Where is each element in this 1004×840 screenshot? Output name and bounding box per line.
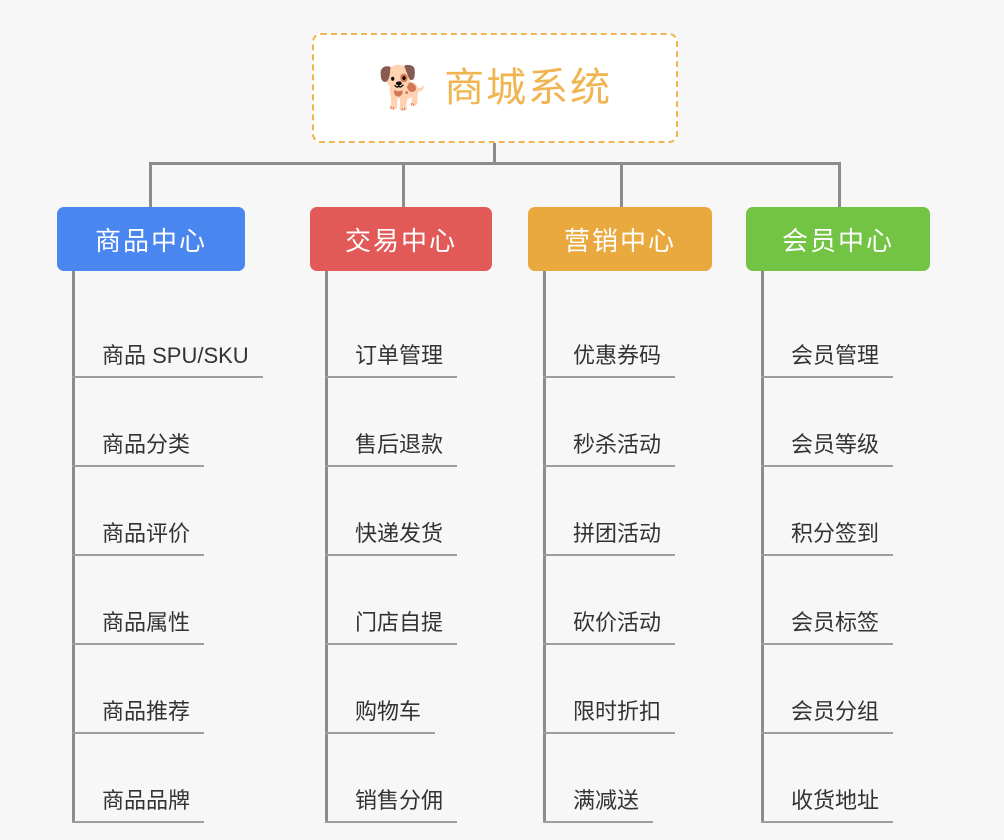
leaf-item-label: 秒杀活动 — [543, 432, 676, 467]
leaf-item[interactable]: 商品属性 — [57, 556, 245, 645]
leaf-item-label: 会员分组 — [761, 699, 894, 734]
connector-spine-2 — [543, 271, 546, 822]
leaf-item-label: 会员等级 — [761, 432, 894, 467]
leaf-item-label: 售后退款 — [325, 432, 458, 467]
connector-drop-2 — [620, 162, 623, 208]
leaf-item-label: 会员标签 — [761, 610, 894, 645]
branch-column-3: 会员中心会员管理会员等级积分签到会员标签会员分组收货地址 — [746, 207, 930, 823]
leaf-item-label: 拼团活动 — [543, 521, 676, 556]
leaf-item[interactable]: 快递发货 — [310, 467, 492, 556]
leaf-item-label: 快递发货 — [325, 521, 458, 556]
leaf-item-label: 购物车 — [325, 699, 436, 734]
connector-drop-1 — [402, 162, 405, 208]
connector-horizontal-bus — [149, 162, 840, 165]
leaf-item[interactable]: 商品推荐 — [57, 645, 245, 734]
connector-drop-0 — [149, 162, 152, 208]
connector-spine-0 — [72, 271, 75, 822]
connector-drop-3 — [838, 162, 841, 208]
leaf-list-2: 优惠券码秒杀活动拼团活动砍价活动限时折扣满减送 — [528, 271, 712, 823]
leaf-item[interactable]: 积分签到 — [746, 467, 930, 556]
leaf-item[interactable]: 会员管理 — [746, 289, 930, 378]
leaf-item[interactable]: 商品品牌 — [57, 734, 245, 823]
connector-root-stem — [493, 143, 496, 165]
leaf-item[interactable]: 商品 SPU/SKU — [57, 289, 263, 378]
leaf-item[interactable]: 销售分佣 — [310, 734, 492, 823]
leaf-item[interactable]: 会员标签 — [746, 556, 930, 645]
branch-column-1: 交易中心订单管理售后退款快递发货门店自提购物车销售分佣 — [310, 207, 492, 823]
leaf-item-label: 商品评价 — [72, 521, 205, 556]
leaf-item[interactable]: 商品评价 — [57, 467, 245, 556]
leaf-item-label: 限时折扣 — [543, 699, 676, 734]
leaf-item[interactable]: 限时折扣 — [528, 645, 712, 734]
root-title: 商城系统 — [444, 66, 613, 110]
leaf-item-label: 商品分类 — [72, 432, 205, 467]
leaf-item[interactable]: 满减送 — [528, 734, 712, 823]
leaf-item-label: 会员管理 — [761, 343, 894, 378]
leaf-item-label: 砍价活动 — [543, 610, 676, 645]
leaf-item[interactable]: 秒杀活动 — [528, 378, 712, 467]
leaf-item-label: 商品推荐 — [72, 699, 205, 734]
category-header-0[interactable]: 商品中心 — [57, 207, 245, 271]
branch-column-0: 商品中心商品 SPU/SKU 商品分类商品评价商品属性商品推荐商品品牌 — [57, 207, 263, 823]
leaf-item-label: 销售分佣 — [325, 788, 458, 823]
leaf-item[interactable]: 门店自提 — [310, 556, 492, 645]
connector-spine-3 — [761, 271, 764, 822]
shiba-dog-face-icon: 🐕 — [377, 63, 431, 112]
category-header-1[interactable]: 交易中心 — [310, 207, 492, 271]
leaf-item-label: 收货地址 — [761, 788, 894, 823]
category-header-3[interactable]: 会员中心 — [746, 207, 930, 271]
leaf-item-label: 商品 SPU/SKU — [72, 343, 263, 378]
root-node[interactable]: 🐕 商城系统 — [312, 33, 678, 143]
leaf-item[interactable]: 优惠券码 — [528, 289, 712, 378]
leaf-item[interactable]: 会员等级 — [746, 378, 930, 467]
leaf-item[interactable]: 售后退款 — [310, 378, 492, 467]
leaf-item-label: 优惠券码 — [543, 343, 676, 378]
category-header-2[interactable]: 营销中心 — [528, 207, 712, 271]
connector-spine-1 — [325, 271, 328, 822]
leaf-item[interactable]: 购物车 — [310, 645, 492, 734]
leaf-item-label: 满减送 — [543, 788, 654, 823]
leaf-item[interactable]: 订单管理 — [310, 289, 492, 378]
leaf-item-label: 订单管理 — [325, 343, 458, 378]
leaf-item[interactable]: 收货地址 — [746, 734, 930, 823]
leaf-list-0: 商品 SPU/SKU 商品分类商品评价商品属性商品推荐商品品牌 — [57, 271, 263, 823]
leaf-item[interactable]: 拼团活动 — [528, 467, 712, 556]
leaf-item[interactable]: 砍价活动 — [528, 556, 712, 645]
leaf-list-1: 订单管理售后退款快递发货门店自提购物车销售分佣 — [310, 271, 492, 823]
leaf-item-label: 门店自提 — [325, 610, 458, 645]
leaf-item-label: 商品属性 — [72, 610, 205, 645]
leaf-item-label: 积分签到 — [761, 521, 894, 556]
leaf-item[interactable]: 会员分组 — [746, 645, 930, 734]
leaf-item-label: 商品品牌 — [72, 788, 205, 823]
leaf-item[interactable]: 商品分类 — [57, 378, 245, 467]
leaf-list-3: 会员管理会员等级积分签到会员标签会员分组收货地址 — [746, 271, 930, 823]
branch-column-2: 营销中心优惠券码秒杀活动拼团活动砍价活动限时折扣满减送 — [528, 207, 712, 823]
